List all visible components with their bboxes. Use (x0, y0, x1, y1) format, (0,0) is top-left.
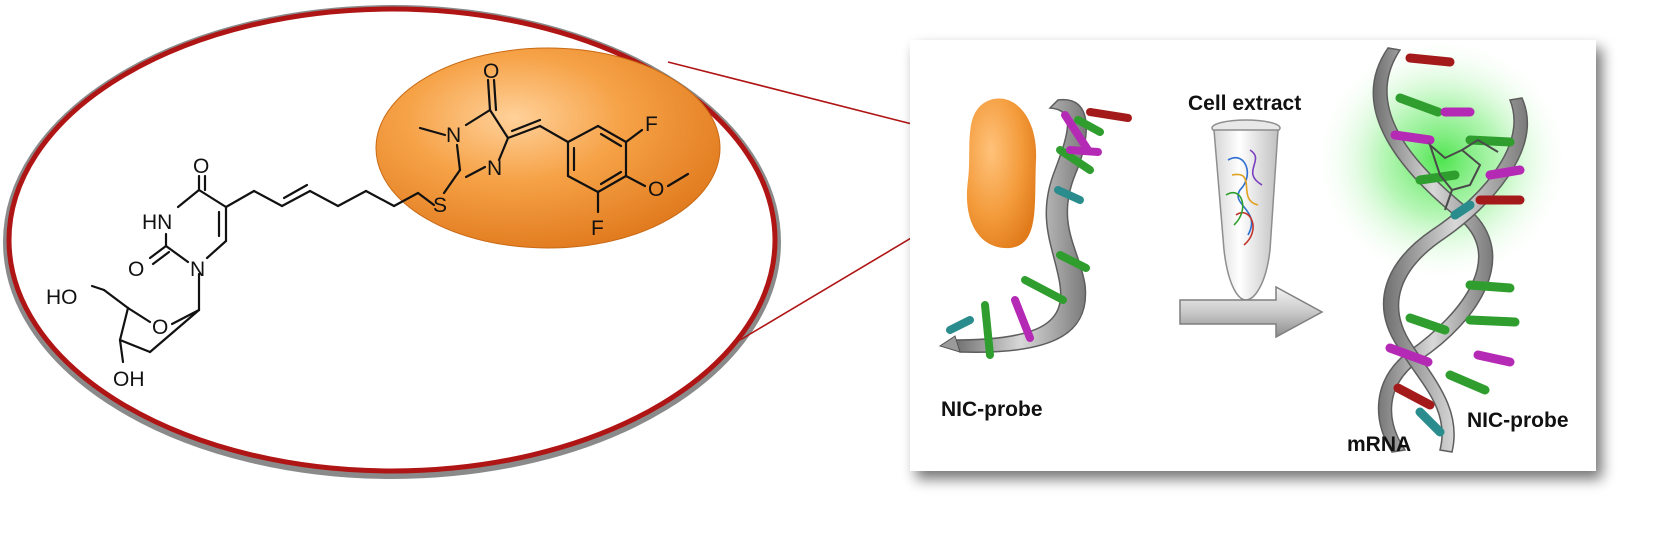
molecule-bonds (90, 78, 690, 364)
fluorophore-highlight (375, 47, 721, 249)
atom-o-uracil-left: O (128, 258, 144, 281)
label-cell-extract: Cell extract (1188, 92, 1301, 115)
atom-oh: OH (113, 368, 145, 391)
label-mrna: mRNA (1347, 433, 1411, 456)
atom-o-methoxy: O (648, 178, 664, 201)
atom-n-methyl: N (446, 124, 461, 147)
process-arrow (1179, 285, 1324, 339)
atom-n-imine: N (487, 157, 502, 180)
atom-o-uracil-top: O (193, 155, 209, 178)
eppendorf-tube (1211, 119, 1281, 301)
atom-n-uracil: N (190, 258, 205, 281)
label-nic-probe-right: NIC-probe (1467, 409, 1569, 432)
probe-helix (938, 99, 1132, 359)
atom-ho: HO (46, 286, 78, 309)
probe-fluorophore-blob (966, 98, 1037, 249)
molecule-atoms: O N N S F F O O HN O N HO O OH (46, 60, 664, 391)
atom-f-bottom: F (591, 217, 604, 240)
atom-hn: HN (142, 211, 172, 234)
atom-o-imidazolone: O (483, 60, 499, 83)
label-nic-probe-left: NIC-probe (941, 398, 1043, 421)
atom-o-ring: O (152, 316, 168, 339)
hybrid-helix (1312, 35, 1572, 453)
atom-f-top: F (645, 113, 658, 136)
atom-s: S (433, 194, 447, 217)
